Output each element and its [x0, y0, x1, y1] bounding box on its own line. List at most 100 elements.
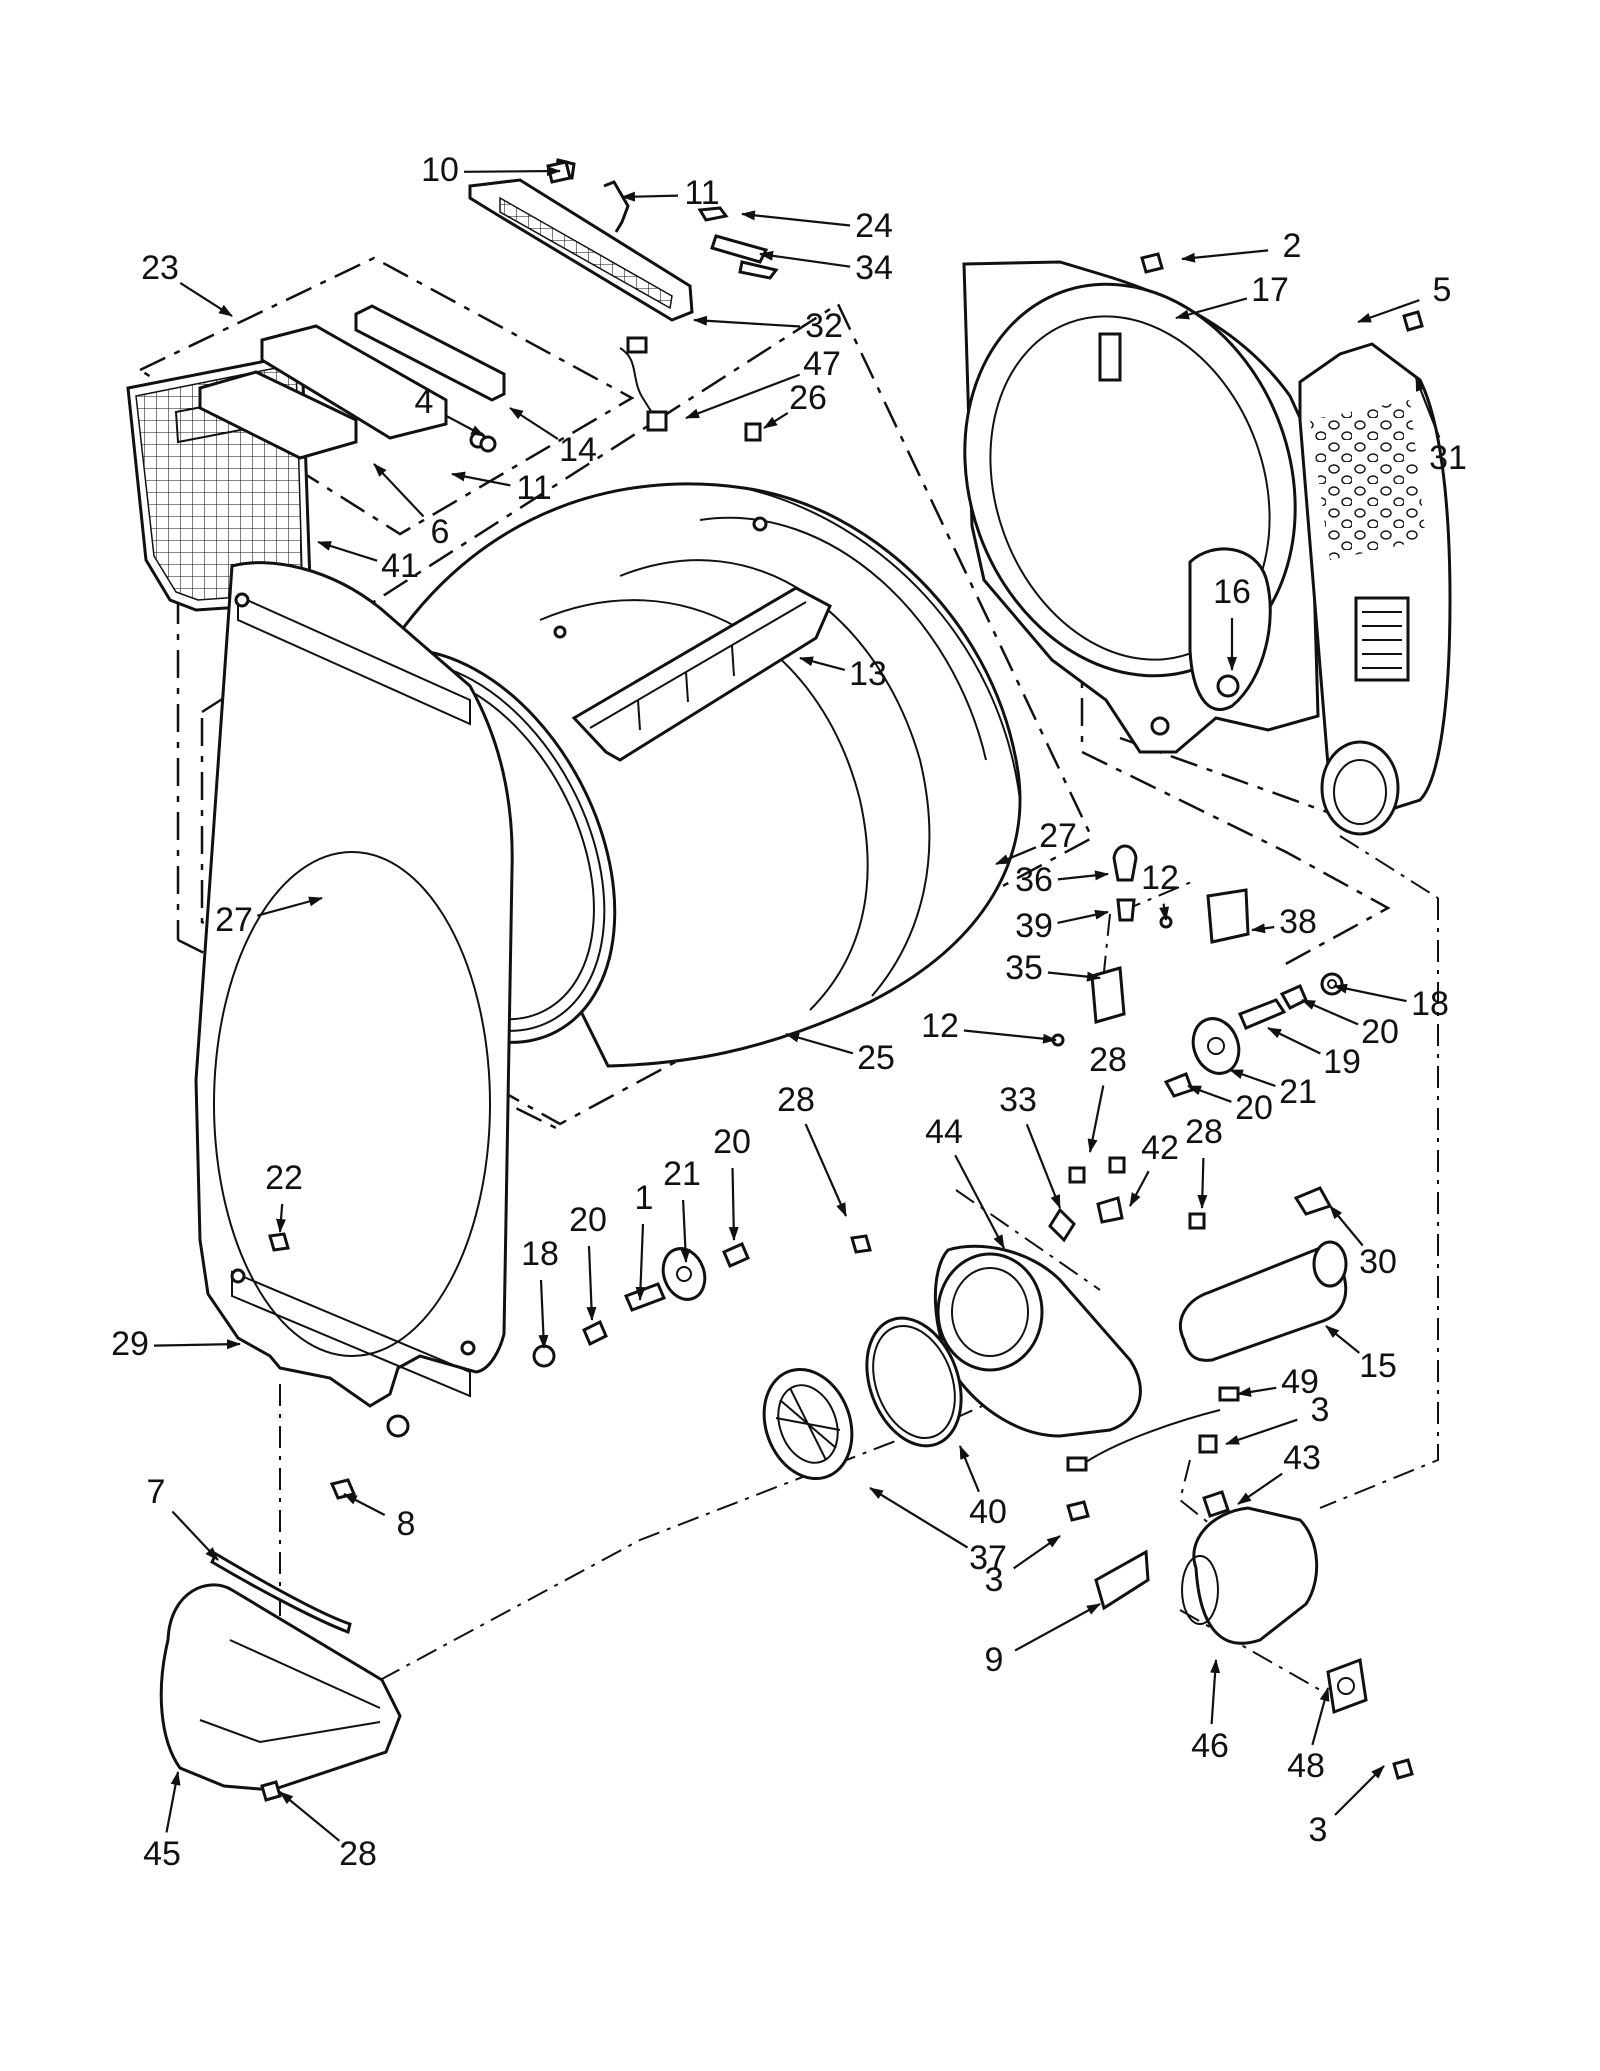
- label-36: 36: [1015, 861, 1053, 899]
- label-11b: 11: [516, 469, 551, 507]
- label-20b-leader: [1187, 1084, 1232, 1103]
- label-5-leader: [1357, 299, 1420, 324]
- label-26: 26: [789, 379, 827, 417]
- label-46-leader: [1210, 1659, 1221, 1725]
- label-28a: 28: [1089, 1041, 1127, 1079]
- label-10-leader: [463, 166, 561, 177]
- front-seal-and-duct: [159, 1551, 402, 1792]
- label-45-leader: [165, 1771, 181, 1833]
- label-14-leader: [509, 407, 559, 440]
- label-17: 17: [1251, 271, 1289, 309]
- label-21b-leader: [680, 1199, 691, 1263]
- label-29-leader: [153, 1339, 241, 1350]
- label-3c: 3: [1309, 1811, 1328, 1849]
- label-47: 47: [803, 345, 841, 383]
- label-6: 6: [431, 513, 450, 551]
- lint-duct-parts: [198, 304, 506, 460]
- label-32: 32: [805, 307, 843, 345]
- heater-shield: [1298, 342, 1452, 836]
- label-10: 10: [421, 151, 459, 189]
- label-36-leader: [1057, 870, 1109, 881]
- label-28d: 28: [339, 1835, 377, 1873]
- label-34: 34: [855, 249, 893, 287]
- label-18a: 18: [1411, 985, 1449, 1023]
- label-20c: 20: [713, 1123, 751, 1161]
- label-38: 38: [1279, 903, 1317, 941]
- label-39-leader: [1057, 909, 1109, 924]
- label-19-leader: [1267, 1027, 1321, 1055]
- drum-group-outline: [200, 302, 1094, 1126]
- label-43: 43: [1283, 1439, 1321, 1477]
- label-18b: 18: [521, 1235, 559, 1273]
- label-39: 39: [1015, 907, 1053, 945]
- label-37: 37: [969, 1539, 1007, 1577]
- label-49: 49: [1281, 1363, 1319, 1401]
- label-7: 7: [147, 1473, 166, 1511]
- label-34-leader: [759, 250, 851, 268]
- label-12b: 12: [921, 1007, 959, 1045]
- label-9-leader: [1014, 1603, 1101, 1652]
- label-14: 14: [559, 431, 597, 469]
- label-22-leader: [276, 1203, 286, 1233]
- label-3b-leader: [1013, 1535, 1061, 1570]
- label-35-leader: [1047, 971, 1101, 982]
- label-15-leader: [1325, 1325, 1360, 1354]
- label-28b: 28: [777, 1081, 815, 1119]
- label-22: 22: [265, 1159, 303, 1197]
- label-27b-leader: [256, 896, 323, 917]
- label-40: 40: [969, 1493, 1007, 1531]
- label-27b: 27: [215, 901, 253, 939]
- label-31: 31: [1429, 439, 1467, 477]
- label-48-leader: [1311, 1687, 1330, 1746]
- label-13-leader: [799, 656, 846, 671]
- label-44-leader: [954, 1154, 1005, 1249]
- label-6-leader: [373, 463, 425, 518]
- label-3a-leader: [1225, 1418, 1298, 1446]
- label-7-leader: [171, 1510, 219, 1561]
- label-2-leader: [1181, 249, 1269, 263]
- label-48: 48: [1287, 1747, 1325, 1785]
- label-4: 4: [415, 383, 434, 421]
- label-3c-leader: [1334, 1765, 1385, 1816]
- label-8: 8: [397, 1505, 416, 1543]
- label-41-leader: [317, 540, 378, 562]
- label-26-leader: [763, 411, 789, 429]
- label-20a-leader: [1301, 998, 1359, 1026]
- label-33: 33: [999, 1081, 1037, 1119]
- label-49-leader: [1237, 1386, 1277, 1397]
- label-27a: 27: [1039, 817, 1077, 855]
- label-45: 45: [143, 1835, 181, 1873]
- label-17-leader: [1175, 297, 1248, 320]
- label-25-leader: [785, 1032, 854, 1055]
- blower-assembly: [762, 1186, 1368, 1715]
- label-15: 15: [1359, 1347, 1397, 1385]
- label-9: 9: [985, 1641, 1004, 1679]
- lint-grille: [468, 158, 779, 432]
- label-25: 25: [857, 1039, 895, 1077]
- label-46: 46: [1191, 1727, 1229, 1765]
- label-3b: 3: [985, 1561, 1004, 1599]
- label-20d-leader: [586, 1245, 597, 1321]
- label-24: 24: [855, 207, 893, 245]
- label-42: 42: [1141, 1129, 1179, 1167]
- label-37-leader: [869, 1487, 969, 1549]
- label-28d-leader: [279, 1791, 341, 1842]
- label-30: 30: [1359, 1243, 1397, 1281]
- label-1: 1: [635, 1179, 654, 1217]
- label-13: 13: [849, 655, 887, 693]
- label-11b-leader: [451, 471, 511, 487]
- label-18b-leader: [538, 1279, 549, 1349]
- label-42-leader: [1129, 1170, 1150, 1207]
- label-20d: 20: [569, 1201, 607, 1239]
- label-30-leader: [1329, 1205, 1364, 1247]
- label-29: 29: [111, 1325, 149, 1363]
- front-bulkhead: [194, 561, 514, 1438]
- label-11a: 11: [684, 174, 719, 212]
- label-21a: 21: [1279, 1073, 1317, 1111]
- label-33-leader: [1025, 1123, 1062, 1209]
- label-23: 23: [141, 249, 179, 287]
- label-12a-leader: [1159, 903, 1170, 921]
- label-20a: 20: [1361, 1013, 1399, 1051]
- label-1-leader: [635, 1223, 646, 1301]
